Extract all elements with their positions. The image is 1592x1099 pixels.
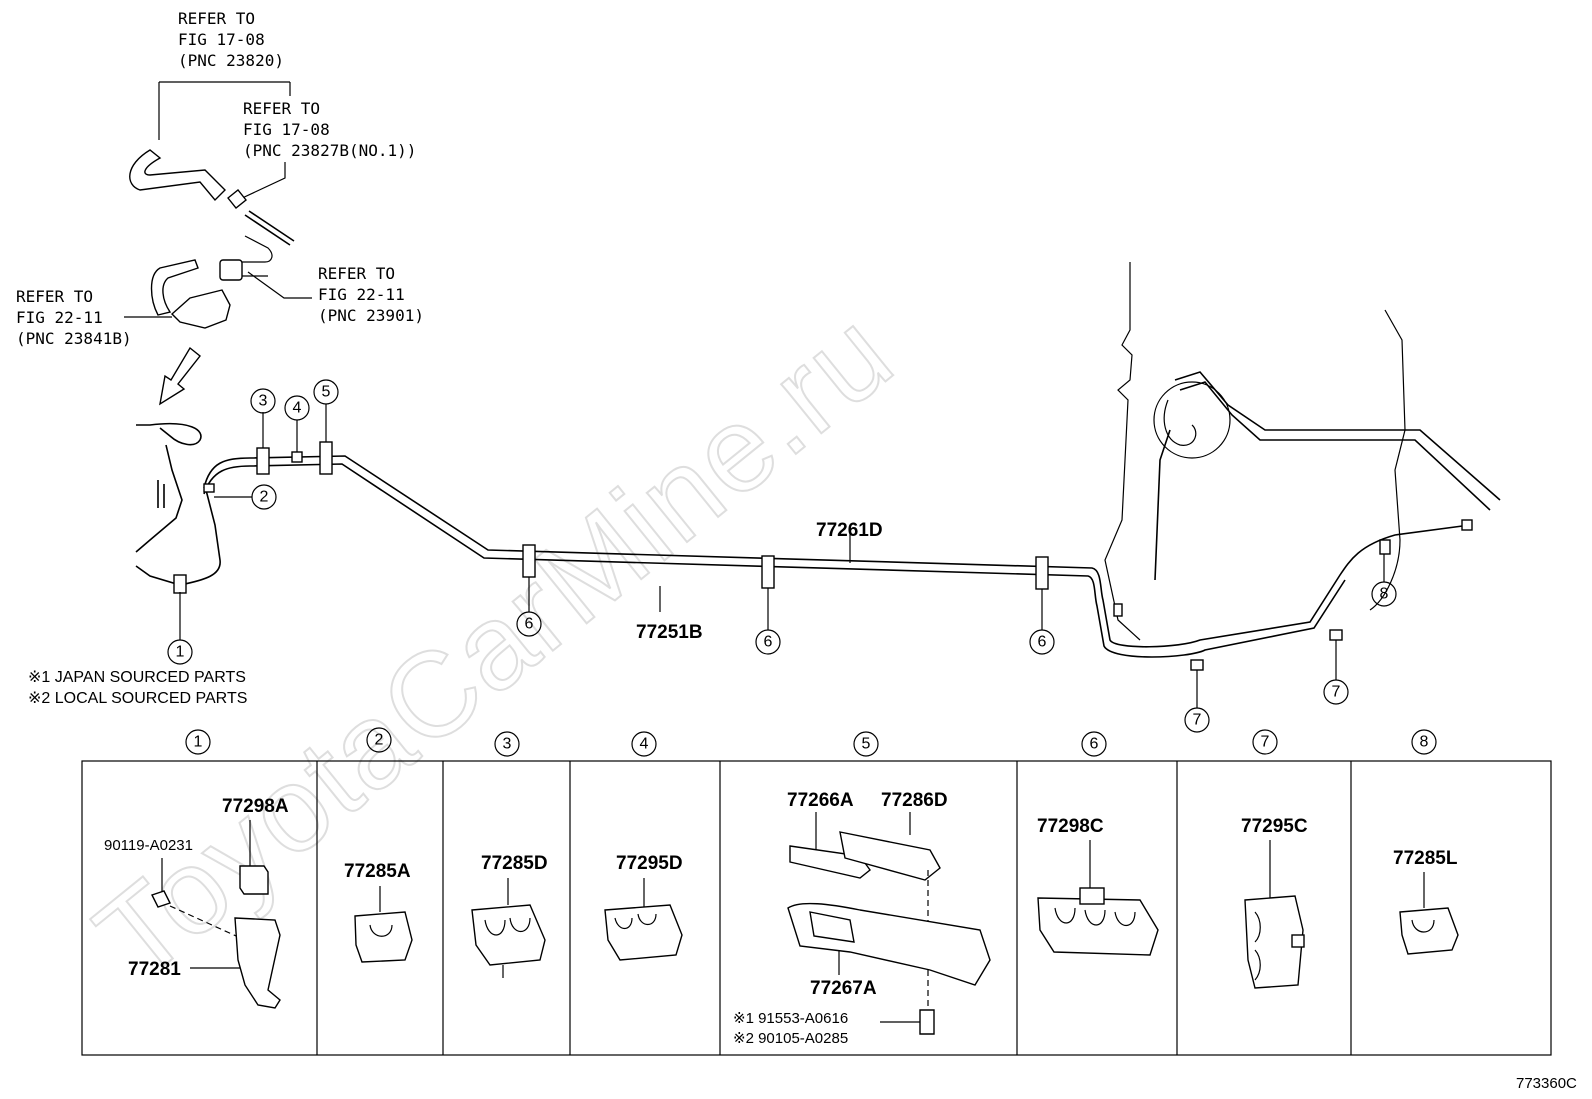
reference-group-4: REFER TO FIG 22-11 (PNC 23841B) [16, 287, 172, 348]
svg-text:4: 4 [640, 736, 649, 753]
tube-clamps [173, 441, 1473, 671]
svg-text:4: 4 [293, 400, 302, 417]
ref3-line1: REFER TO [318, 264, 395, 283]
svg-text:2: 2 [260, 489, 269, 506]
cell1-part-77281: 77281 [128, 959, 181, 980]
svg-text:8: 8 [1380, 586, 1389, 603]
cell1-part-90119: 90119-A0231 [104, 837, 193, 854]
cell-8: 77285L [1393, 848, 1459, 955]
callout-3: 3 [250, 388, 276, 414]
parts-table [81, 760, 1552, 1056]
ref1-line2: FIG 17-08 [178, 30, 265, 49]
cell7-part-77295C: 77295C [1241, 816, 1308, 837]
callout-6a: 6 [516, 611, 542, 637]
cell5-part-90105: ※2 90105-A0285 [733, 1030, 848, 1047]
cell2-part-77285A: 77285A [344, 861, 411, 882]
callout-7b: 7 [1323, 679, 1349, 705]
svg-text:2: 2 [375, 732, 384, 749]
cell-7: 77295C [1241, 816, 1308, 989]
cell5-part-91553: ※1 91553-A0616 [733, 1010, 848, 1027]
ref1-line1: REFER TO [178, 9, 255, 28]
header-6: 6 [1081, 731, 1107, 757]
svg-text:1: 1 [176, 644, 185, 661]
cell-3: 77285D [471, 853, 548, 978]
header-4: 4 [631, 731, 657, 757]
header-7: 7 [1252, 729, 1278, 755]
cell-5: 77266A 77286D 77267A ※1 91553-A0616 ※2 9… [733, 790, 991, 1047]
connector-parts [150, 235, 273, 329]
svg-text:6: 6 [525, 616, 534, 633]
cell1-part-77298A: 77298A [222, 796, 289, 817]
reference-group-1: REFER TO FIG 17-08 (PNC 23820) [158, 9, 291, 140]
callout-2: 2 [251, 484, 277, 510]
tube-lower-part-number: 77251B [636, 622, 703, 643]
direction-arrow [159, 346, 201, 406]
ref2-line3: (PNC 23827B(NO.1)) [243, 141, 416, 160]
svg-text:5: 5 [322, 384, 331, 401]
ref1-line3: (PNC 23820) [178, 51, 284, 70]
callout-4: 4 [284, 395, 310, 421]
callout-7a: 7 [1184, 707, 1210, 733]
svg-text:5: 5 [862, 736, 871, 753]
cell4-part-77295D: 77295D [616, 853, 683, 874]
svg-text:6: 6 [1038, 634, 1047, 651]
header-3: 3 [494, 731, 520, 757]
reference-group-2: REFER TO FIG 17-08 (PNC 23827B(NO.1)) [237, 99, 416, 201]
cell6-part-77298C: 77298C [1037, 816, 1104, 837]
callout-1: 1 [167, 639, 193, 665]
cell-2: 77285A [344, 861, 413, 963]
svg-text:1: 1 [194, 734, 203, 751]
header-2: 2 [366, 727, 392, 753]
cell-6: 77298C [1037, 816, 1159, 956]
callout-6c: 6 [1029, 629, 1055, 655]
tube-routing [135, 262, 1501, 658]
cell3-part-77285D: 77285D [481, 853, 548, 874]
cell-1: 77298A 90119-A0231 77281 [104, 796, 289, 1009]
svg-text:6: 6 [764, 634, 773, 651]
callout-leaders [179, 404, 1385, 708]
callout-6b: 6 [755, 629, 781, 655]
svg-text:3: 3 [503, 736, 512, 753]
tube-upper-part-number: 77261D [816, 520, 883, 541]
ref2-line2: FIG 17-08 [243, 120, 330, 139]
callout-5: 5 [313, 379, 339, 405]
svg-text:7: 7 [1332, 684, 1341, 701]
svg-text:3: 3 [259, 393, 268, 410]
ref4-line3: (PNC 23841B) [16, 329, 132, 348]
ref4-line2: FIG 22-11 [16, 308, 103, 327]
cell-4: 77295D [604, 853, 683, 961]
figure-code: 773360C [1516, 1075, 1577, 1092]
ref4-line1: REFER TO [16, 287, 93, 306]
ref3-line2: FIG 22-11 [318, 285, 405, 304]
svg-text:7: 7 [1261, 734, 1270, 751]
header-5: 5 [853, 731, 879, 757]
fuel-hose [129, 149, 295, 246]
note-japan-sourced: ※1 JAPAN SOURCED PARTS [28, 669, 246, 686]
cell5-part-77266A: 77266A [787, 790, 854, 811]
callout-8: 8 [1371, 581, 1397, 607]
ref2-line1: REFER TO [243, 99, 320, 118]
header-1: 1 [185, 729, 211, 755]
svg-text:7: 7 [1193, 712, 1202, 729]
diagram-callouts: 1 2 3 4 5 6 6 6 7 7 8 [167, 379, 1397, 733]
header-8: 8 [1411, 729, 1437, 755]
cell5-part-77286D: 77286D [881, 790, 948, 811]
watermark: ToyotaCarMine.ru [72, 285, 917, 1005]
reference-group-3: REFER TO FIG 22-11 (PNC 23901) [247, 264, 424, 325]
table-headers: 1 2 3 4 5 6 7 8 [185, 727, 1437, 757]
cell8-part-77285L: 77285L [1393, 848, 1458, 869]
svg-text:8: 8 [1420, 734, 1429, 751]
ref3-line3: (PNC 23901) [318, 306, 424, 325]
cell5-part-77267A: 77267A [810, 978, 877, 999]
note-local-sourced: ※2 LOCAL SOURCED PARTS [28, 690, 247, 707]
svg-text:6: 6 [1090, 736, 1099, 753]
